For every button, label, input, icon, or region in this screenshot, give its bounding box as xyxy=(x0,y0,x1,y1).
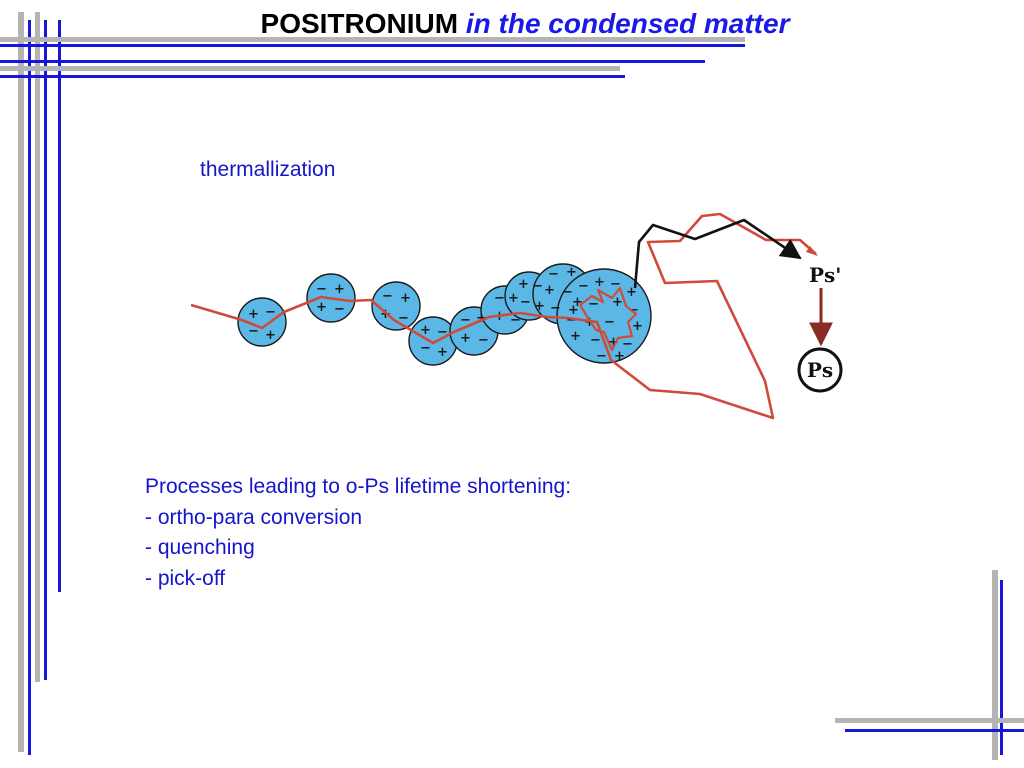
svg-text:+: + xyxy=(534,299,545,314)
title-positronium: POSITRONIUM xyxy=(260,8,459,39)
svg-text:−: − xyxy=(588,297,599,312)
page-title: POSITRONIUM in the condensed matter xyxy=(0,8,1024,40)
svg-text:+: + xyxy=(568,303,579,318)
svg-text:−: − xyxy=(382,289,393,304)
svg-text:+: + xyxy=(632,319,643,334)
svg-text:+: + xyxy=(626,285,637,300)
svg-text:+: + xyxy=(437,345,448,360)
thermallization-label: thermallization xyxy=(200,158,336,181)
svg-text:+: + xyxy=(460,331,471,346)
frame-line-gray-h2 xyxy=(0,66,620,71)
svg-text:+: + xyxy=(544,283,555,298)
svg-text:−: − xyxy=(510,313,521,328)
frame-line-blue-h2 xyxy=(0,60,705,63)
spur-bubble xyxy=(371,281,421,331)
frame-line-gray-v1 xyxy=(18,12,24,752)
svg-text:−: − xyxy=(334,302,345,317)
frame-line-gray-v3 xyxy=(992,570,998,760)
svg-text:−: − xyxy=(460,313,471,328)
svg-text:−: − xyxy=(532,279,543,294)
svg-text:−: − xyxy=(550,301,561,316)
processes-heading: Processes leading to o-Ps lifetime short… xyxy=(145,475,572,498)
ps-formation-track xyxy=(633,218,802,289)
svg-text:+: + xyxy=(420,323,431,338)
thermalization-loop xyxy=(579,286,638,352)
title-in-the-condensed: in the condensed xyxy=(465,8,697,39)
frame-line-gray-h3 xyxy=(835,718,1024,723)
svg-text:−: − xyxy=(478,333,489,348)
spur-bubble xyxy=(556,268,652,364)
svg-text:+: + xyxy=(566,265,577,280)
svg-text:−: − xyxy=(562,285,573,300)
frame-line-blue-v4 xyxy=(1000,580,1003,755)
svg-text:+: + xyxy=(334,282,345,297)
frame-line-blue-h4 xyxy=(845,729,1024,732)
svg-text:−: − xyxy=(420,341,431,356)
spur-bubbles xyxy=(237,263,652,366)
process-item-ortho-para: - ortho-para conversion xyxy=(145,505,363,529)
positron-track xyxy=(190,212,817,420)
svg-text:+: + xyxy=(608,335,619,350)
svg-text:+: + xyxy=(614,349,625,364)
process-item-quenching: - quenching xyxy=(145,536,255,559)
title-matter: matter xyxy=(703,8,790,39)
svg-text:+: + xyxy=(248,307,259,322)
svg-text:−: − xyxy=(596,349,607,364)
svg-text:+: + xyxy=(594,275,605,290)
ps-circle xyxy=(797,347,843,393)
svg-text:−: − xyxy=(494,291,505,306)
svg-text:+: + xyxy=(476,311,487,326)
svg-text:−: − xyxy=(610,277,621,292)
svg-text:+: + xyxy=(265,328,276,343)
svg-text:+: + xyxy=(518,277,529,292)
svg-text:+: + xyxy=(400,291,411,306)
frame-line-blue-v3 xyxy=(58,20,61,592)
ps-prime-label: Ps' xyxy=(809,263,841,287)
process-item-pick-off: - pick-off xyxy=(145,566,226,590)
frame-line-blue-v2 xyxy=(44,20,47,680)
svg-text:−: − xyxy=(590,333,601,348)
svg-text:−: − xyxy=(316,282,327,297)
ps-label: Ps xyxy=(807,358,833,382)
svg-text:−: − xyxy=(265,305,276,320)
svg-text:+: + xyxy=(612,295,623,310)
svg-text:−: − xyxy=(248,324,259,339)
frame-line-blue-h1 xyxy=(0,44,745,47)
processes-list: Processes leading to o-Ps lifetime short… xyxy=(145,472,571,594)
svg-text:+: + xyxy=(572,295,583,310)
frame-line-gray-h1 xyxy=(0,37,745,42)
svg-text:−: − xyxy=(520,295,531,310)
spur-bubble xyxy=(237,297,287,347)
track-arrow-head xyxy=(806,246,818,256)
svg-text:+: + xyxy=(316,300,327,315)
charge-signs: +− −+ −+ +− −+ +− +− −+ −+ +− −+ +− +− −… xyxy=(248,265,643,364)
svg-text:−: − xyxy=(566,313,577,328)
svg-text:−: − xyxy=(578,279,589,294)
svg-text:−: − xyxy=(628,303,639,318)
frame-line-blue-v1 xyxy=(28,20,31,755)
svg-text:−: − xyxy=(398,311,409,326)
svg-text:+: + xyxy=(584,315,595,330)
frame-line-gray-v2 xyxy=(35,12,40,682)
svg-text:+: + xyxy=(570,329,581,344)
frame-line-blue-h3 xyxy=(0,75,625,78)
svg-text:−: − xyxy=(437,325,448,340)
svg-text:−: − xyxy=(622,337,633,352)
svg-text:−: − xyxy=(604,315,615,330)
spur-bubble xyxy=(408,316,458,366)
svg-text:+: + xyxy=(508,291,519,306)
svg-text:−: − xyxy=(548,267,559,282)
svg-text:+: + xyxy=(380,307,391,322)
